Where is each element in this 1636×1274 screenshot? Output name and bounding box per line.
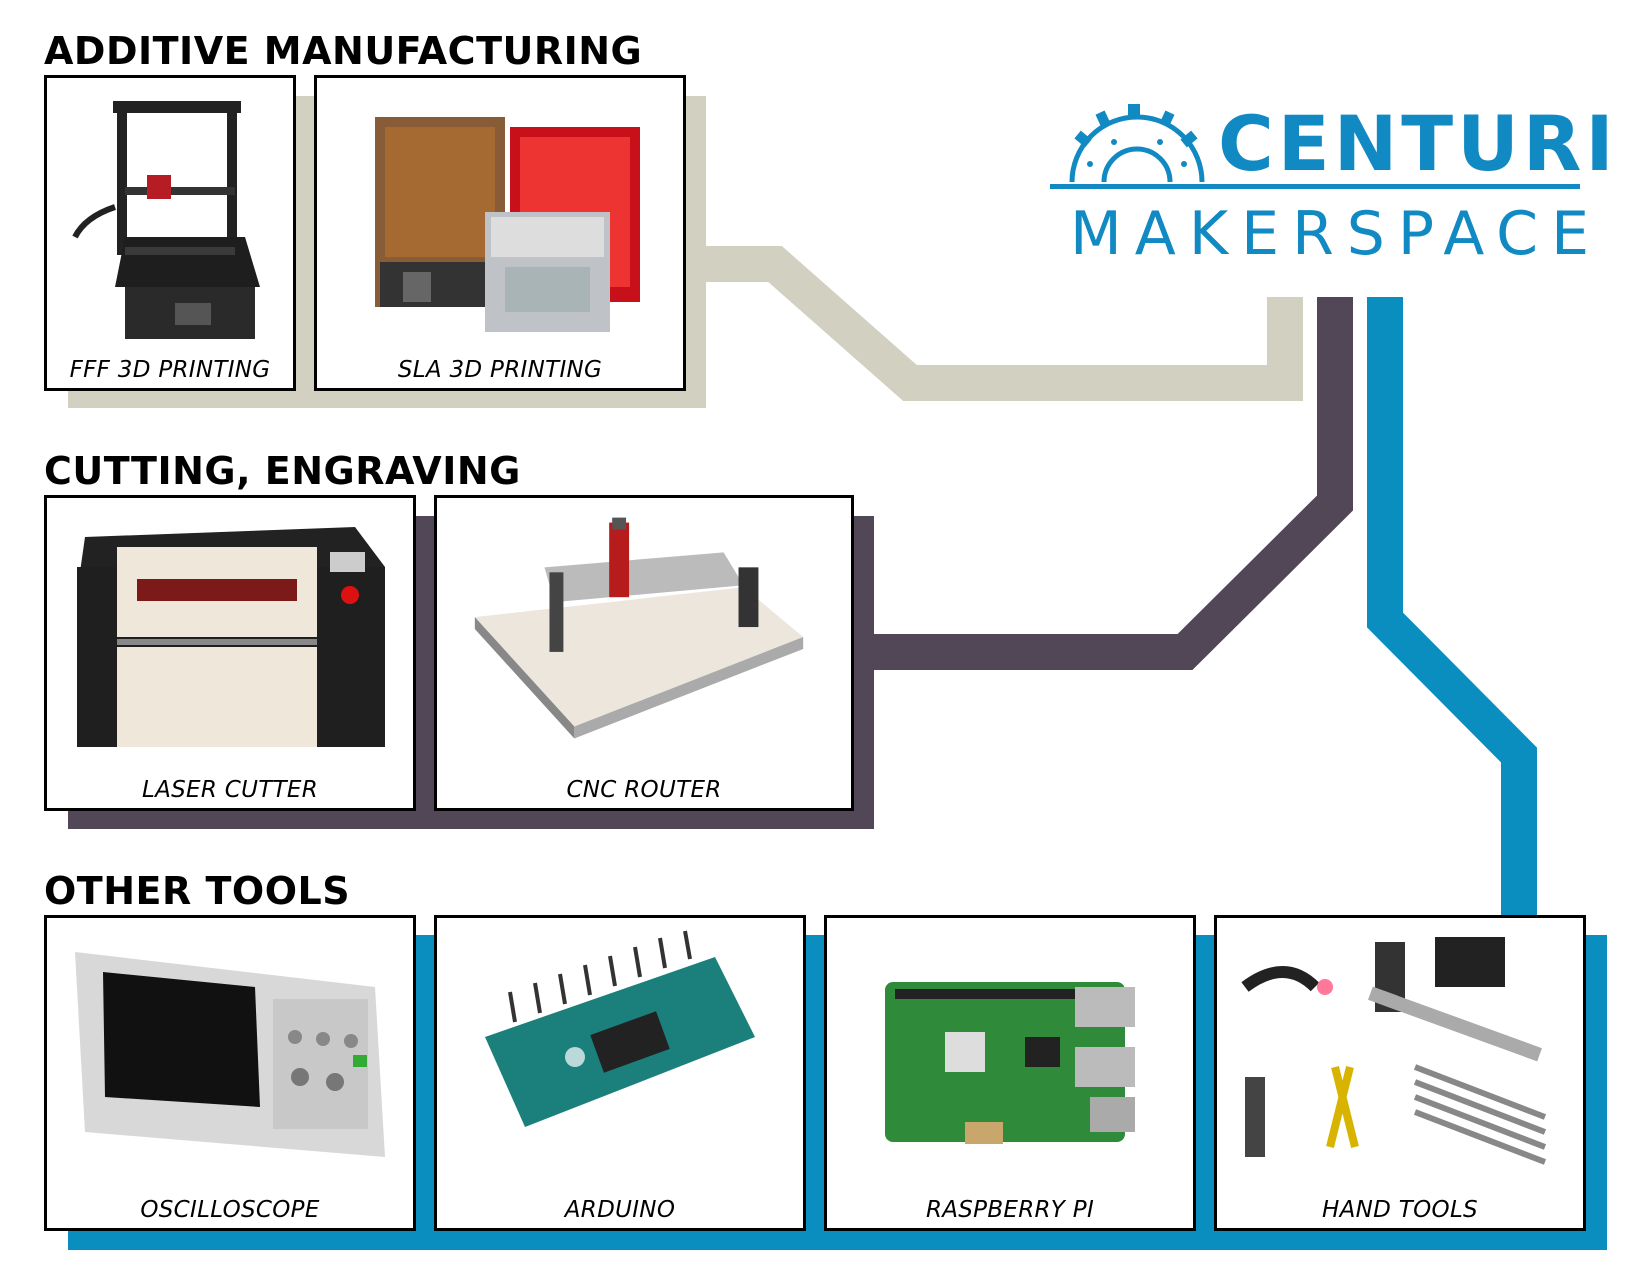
tools-connector-line bbox=[1367, 297, 1537, 935]
card-raspberry-pi: RASPBERRY PI bbox=[824, 915, 1196, 1231]
caption-raspberry-pi: RASPBERRY PI bbox=[925, 1197, 1095, 1223]
raspberry-pi-board-icon bbox=[835, 926, 1185, 1188]
cnc-router-icon bbox=[445, 506, 843, 768]
gear-sun-emblem-icon bbox=[1069, 104, 1205, 183]
caption-arduino: ARDUINO bbox=[564, 1197, 676, 1223]
card-oscilloscope: OSCILLOSCOPE bbox=[44, 915, 416, 1231]
section-title-additive: ADDITIVE MANUFACTURING bbox=[44, 29, 643, 73]
caption-laser-cutter: LASER CUTTER bbox=[141, 777, 319, 803]
laser-cutter-icon bbox=[55, 506, 405, 768]
caption-oscilloscope: OSCILLOSCOPE bbox=[140, 1197, 320, 1223]
centuri-makerspace-logo: CENTURI MAKERSPACE bbox=[1050, 100, 1614, 270]
card-cnc-router: CNC ROUTER bbox=[434, 495, 854, 811]
logo-divider bbox=[1050, 184, 1580, 189]
caption-fff-3d-printing: FFF 3D PRINTING bbox=[69, 357, 271, 383]
oscilloscope-icon bbox=[55, 926, 405, 1188]
section-title-cutting: CUTTING, ENGRAVING bbox=[44, 449, 521, 493]
logo-subtitle: MAKERSPACE bbox=[1070, 199, 1602, 269]
sla-3d-printer-icon bbox=[325, 86, 675, 348]
additive-connector-line bbox=[696, 246, 1303, 401]
card-arduino: ARDUINO bbox=[434, 915, 806, 1231]
card-hand-tools: HAND TOOLS bbox=[1214, 915, 1586, 1231]
card-laser-cutter: LASER CUTTER bbox=[44, 495, 416, 811]
section-title-other-tools: OTHER TOOLS bbox=[44, 869, 351, 913]
caption-cnc-router: CNC ROUTER bbox=[566, 777, 722, 803]
card-sla-3d-printing: SLA 3D PRINTING bbox=[314, 75, 686, 391]
arduino-board-icon bbox=[445, 926, 795, 1188]
hand-tools-icon bbox=[1225, 926, 1575, 1188]
fff-3d-printer-icon bbox=[55, 86, 285, 348]
caption-hand-tools: HAND TOOLS bbox=[1322, 1197, 1478, 1223]
logo-brand: CENTURI bbox=[1218, 99, 1618, 188]
cutting-connector-line bbox=[860, 297, 1353, 670]
card-fff-3d-printing: FFF 3D PRINTING bbox=[44, 75, 296, 391]
caption-sla-3d-printing: SLA 3D PRINTING bbox=[397, 357, 603, 383]
